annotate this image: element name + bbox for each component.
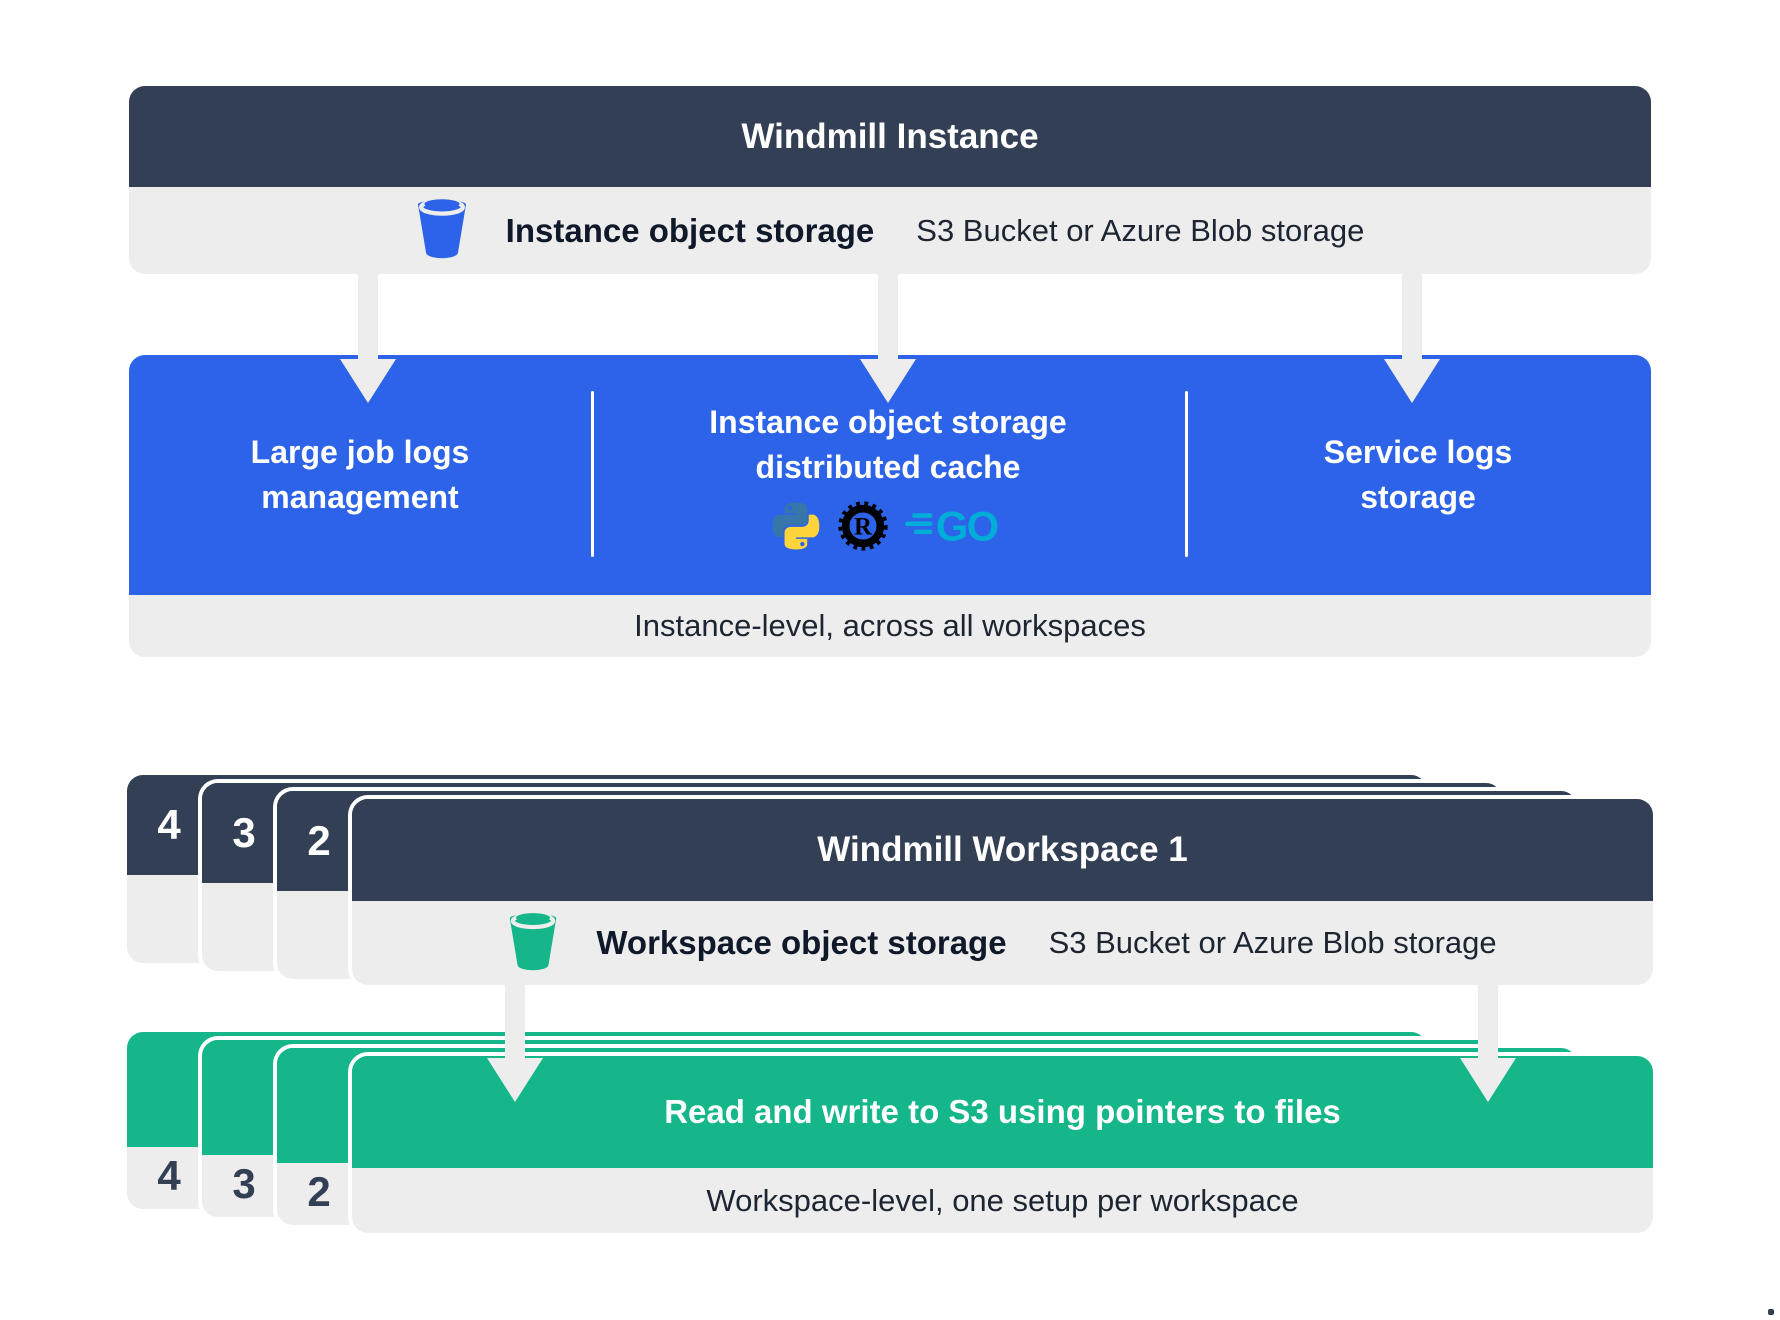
s3-action-text: Read and write to S3 using pointers to f… <box>352 1056 1653 1168</box>
feature-line: Large job logs <box>250 434 470 470</box>
instance-level-footer: Instance-level, across all workspaces <box>129 595 1651 657</box>
workspace-storage-label: Workspace object storage <box>596 924 1007 961</box>
workspace-card: Windmill Workspace 1 Workspace object st… <box>352 799 1653 985</box>
flow-arrow-down <box>358 272 378 359</box>
column-divider <box>591 391 594 557</box>
workspace-storage-bar: Workspace object storage S3 Bucket or Az… <box>352 901 1653 985</box>
python-icon <box>771 501 821 563</box>
bucket-icon <box>416 196 468 265</box>
rust-icon: R <box>837 500 889 564</box>
instance-title: Windmill Instance <box>129 86 1651 187</box>
flow-arrow-down <box>1478 984 1498 1058</box>
stack-number: 3 <box>232 1160 256 1207</box>
bucket-icon <box>508 910 558 977</box>
flow-arrow-down <box>878 272 898 359</box>
language-icons-row: R GO <box>771 500 1005 564</box>
flow-arrow-down <box>1402 272 1422 359</box>
stack-number: 2 <box>307 817 331 864</box>
workspace-title: Windmill Workspace 1 <box>352 799 1653 901</box>
instance-card: Windmill Instance Instance object storag… <box>129 86 1651 274</box>
stack-number: 2 <box>307 1168 331 1215</box>
instance-storage-detail: S3 Bucket or Azure Blob storage <box>916 212 1365 248</box>
flow-arrow-down <box>505 984 525 1058</box>
instance-storage-bar: Instance object storage S3 Bucket or Azu… <box>129 187 1651 274</box>
stack-number: 4 <box>157 1152 181 1199</box>
instance-storage-label: Instance object storage <box>505 211 875 249</box>
feature-distributed-cache: Instance object storage distributed cach… <box>591 355 1185 595</box>
feature-service-logs: Service logs storage <box>1185 355 1651 595</box>
feature-line: Instance object storage <box>709 404 1067 440</box>
stack-number: 3 <box>232 809 256 856</box>
column-divider <box>1185 391 1188 557</box>
svg-text:R: R <box>854 514 873 541</box>
corner-dot <box>1768 1309 1774 1315</box>
workspace-storage-detail: S3 Bucket or Azure Blob storage <box>1048 925 1497 960</box>
feature-line: Service logs <box>1323 434 1513 470</box>
feature-large-job-logs: Large job logs management <box>129 355 591 595</box>
feature-line: storage <box>1360 479 1476 515</box>
svg-text:GO: GO <box>936 503 998 550</box>
feature-line: management <box>261 479 459 515</box>
s3-action-panel: Read and write to S3 using pointers to f… <box>352 1056 1653 1233</box>
stack-number: 4 <box>157 801 181 848</box>
go-icon: GO <box>905 502 1005 562</box>
workspace-level-footer: Workspace-level, one setup per workspace <box>352 1168 1653 1233</box>
feature-line: distributed cache <box>755 449 1021 485</box>
